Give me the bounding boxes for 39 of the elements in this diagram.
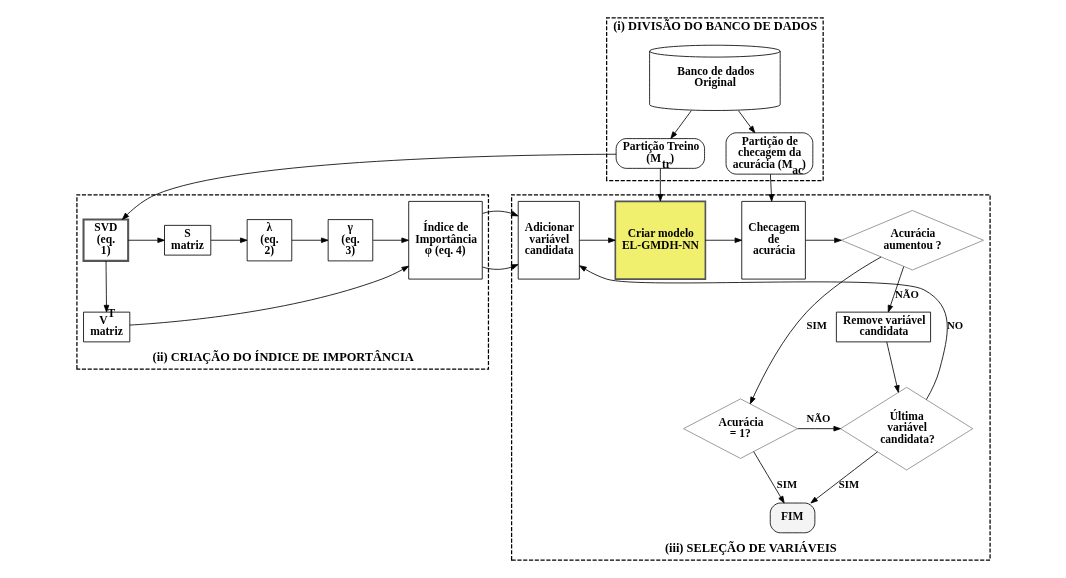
arrow <box>210 237 247 243</box>
arrow <box>704 237 742 243</box>
node-box: FIM <box>769 502 815 534</box>
arrow <box>737 110 755 134</box>
node-box: S matriz <box>163 224 211 256</box>
arrow <box>669 110 692 139</box>
arrow <box>796 425 841 432</box>
edge-label: NÃO <box>894 287 919 300</box>
edge-label: NO <box>946 319 963 331</box>
node-box: Índice de Importância φ (eq. 4) <box>407 201 483 280</box>
arrow <box>127 237 165 243</box>
edge-label: SIM <box>776 478 797 491</box>
node-box: λ (eq. 2) <box>246 219 292 262</box>
arrow <box>768 173 774 202</box>
node-box: γ (eq. 3) <box>327 219 373 262</box>
arrow <box>804 237 842 243</box>
edge-label: SIM <box>806 319 827 331</box>
arrow <box>752 451 785 504</box>
node-box: Criar modelo EL-GMDH-NN <box>614 200 706 280</box>
arrow <box>809 451 878 504</box>
arrow <box>578 265 948 400</box>
arrow <box>749 256 882 405</box>
node-box: SVD (eq. 1) <box>82 218 129 262</box>
arrow <box>885 341 900 393</box>
arrow <box>657 167 663 202</box>
arrow <box>103 260 109 313</box>
node-box: Adicionar variável candidata <box>517 201 580 280</box>
arrow <box>291 237 328 243</box>
arrow <box>578 237 616 243</box>
edge-label: NÃO <box>806 412 830 425</box>
node-diamond: Acurácia aumentou ? <box>840 210 984 271</box>
arrow <box>372 237 409 243</box>
arrow <box>128 265 409 326</box>
arrow <box>121 153 617 220</box>
arrow <box>481 210 518 270</box>
node-box: Remove variável candidata <box>835 311 931 343</box>
edge-label: SIM <box>838 478 859 491</box>
arrow <box>887 266 904 313</box>
node-box: Checagem de acurácia <box>740 201 806 280</box>
